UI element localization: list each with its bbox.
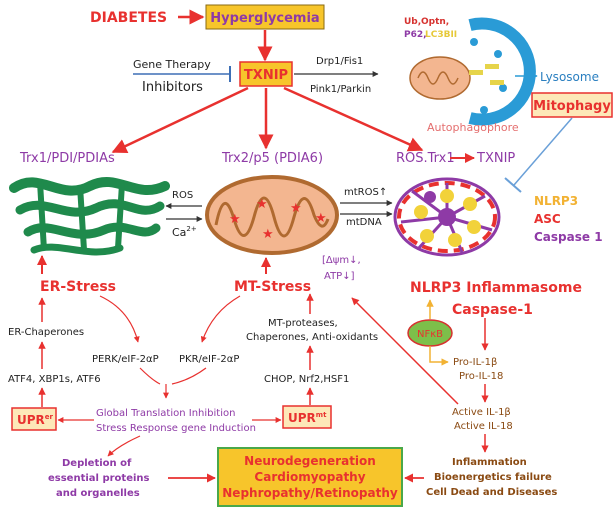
inflammation-label: Inflammation	[452, 457, 527, 468]
er-stress-label: ER-Stress	[40, 279, 116, 295]
active-il1b-label: Active IL-1β	[452, 407, 511, 418]
essential-label: essential proteins	[48, 473, 150, 484]
mt-stress-label: MT-Stress	[234, 279, 311, 295]
gene-therapy-label: Gene Therapy	[133, 58, 211, 71]
delta-psi-label: [Δψm↓,	[322, 255, 361, 266]
diabetes-label: DIABETES	[90, 10, 167, 26]
pro-il1b-label: Pro-IL-1β	[453, 357, 497, 368]
nlrp3-label: NLRP3	[534, 194, 578, 208]
caspase1-small-label: Caspase 1	[534, 230, 603, 244]
mitophagy-box	[531, 92, 613, 118]
chaperones-antiox-label: Chaperones, Anti-oxidants	[246, 332, 378, 343]
p62-label: P62,	[404, 30, 427, 40]
inhibit-mitophagy-bar	[504, 177, 522, 193]
stress-response-label: Stress Response gene Induction	[96, 423, 256, 434]
depletion-label: Depletion of	[62, 458, 132, 469]
upr-er-box	[11, 407, 57, 431]
arrow-txnip-er	[111, 86, 249, 154]
ca-label: Ca2+	[172, 225, 197, 239]
global-translation-label: Global Translation Inhibition	[96, 408, 235, 419]
neuro-label: Neurodegeneration	[244, 454, 376, 468]
inhibitors-label: Inhibitors	[142, 80, 203, 95]
svg-text:★: ★	[290, 201, 302, 216]
atp-label: ATP↓]	[324, 271, 355, 282]
arrow-mtstress-pkr	[200, 295, 241, 343]
mtdna-label: mtDNA	[346, 217, 382, 228]
upr-mt-box	[282, 405, 332, 429]
optn-label: Optn,	[421, 17, 449, 27]
autophagophore-illustration	[409, 17, 536, 126]
pro-il18-label: Pro-IL-18	[459, 371, 503, 382]
pink1-label: Pink1/Parkin	[310, 84, 371, 95]
nfkb-label: NFκB	[417, 329, 443, 340]
hyperglycemia-box	[205, 4, 325, 30]
svg-text:★: ★	[315, 211, 327, 226]
pkr-label: PKR/eIF-2αP	[179, 354, 239, 365]
ub-label: Ub,	[404, 17, 421, 27]
arrow-erstress-perk	[99, 295, 140, 343]
autophagophore-label: Autophagophore	[427, 121, 519, 134]
nephro-label: Nephropathy/Retinopathy	[222, 486, 398, 500]
mtros-label: mtROS↑	[344, 187, 387, 198]
chop-label: CHOP, Nrf2,HSF1	[264, 374, 349, 385]
arrow-pkr-merge	[171, 367, 207, 385]
inhibit-mitophagy-line	[513, 117, 573, 186]
er-illustration	[9, 176, 170, 256]
lc3bii-label: LC3BII	[425, 30, 457, 40]
arrow-il-to-mito	[351, 297, 459, 405]
txnip-box	[239, 61, 293, 87]
mt-proteases-label: MT-proteases,	[268, 318, 338, 329]
txnip-label: TXNIP	[244, 68, 288, 83]
arrow-nfkb-proil	[429, 346, 449, 366]
lysosome-label: Lysosome	[540, 70, 599, 84]
er-chaperones-label: ER-Chaperones	[8, 327, 84, 338]
mitochondrion-illustration: ★ ★ ★ ★ ★	[205, 175, 339, 255]
atf-label: ATF4, XBP1s, ATF6	[8, 374, 101, 385]
er-title: Trx1/PDI/PDIAs	[19, 151, 115, 166]
disease-box	[217, 447, 403, 507]
svg-text:★: ★	[229, 212, 241, 227]
mitophagy-label: Mitophagy	[533, 99, 611, 114]
ros-label: ROS	[172, 190, 193, 201]
svg-text:★: ★	[256, 197, 268, 212]
cell-dead-label: Cell Dead and Diseases	[426, 487, 557, 498]
drp1-label: Drp1/Fis1	[316, 56, 363, 67]
arrow-to-depletion	[107, 435, 141, 457]
caspase1-title: Caspase-1	[452, 302, 533, 318]
inflammasome-illustration	[393, 177, 501, 257]
mito-title: Trx2/p5 (PDIA6)	[221, 151, 323, 166]
arrow-txnip-rostrx1	[283, 86, 424, 152]
bioenergetics-label: Bioenergetics failure	[434, 472, 552, 483]
hyperglycemia-label: Hyperglycemia	[210, 11, 319, 26]
asc-label: ASC	[534, 212, 561, 226]
svg-text:★: ★	[262, 227, 274, 242]
organelles-label: and organelles	[56, 488, 140, 499]
inflammasome-title: NLRP3 Inflammasome	[410, 280, 582, 296]
txnip-right-label: TXNIP	[476, 151, 515, 166]
arrow-perk-merge	[139, 367, 161, 385]
active-il18-label: Active IL-18	[454, 421, 513, 432]
perk-label: PERK/eIF-2αP	[92, 354, 159, 365]
cardio-label: Cardiomyopathy	[254, 470, 365, 484]
upr-mt-label: UPRmt	[288, 411, 327, 425]
rostrx1-label: ROS.Trx1	[396, 151, 455, 166]
upr-er-label: UPRer	[17, 413, 54, 427]
